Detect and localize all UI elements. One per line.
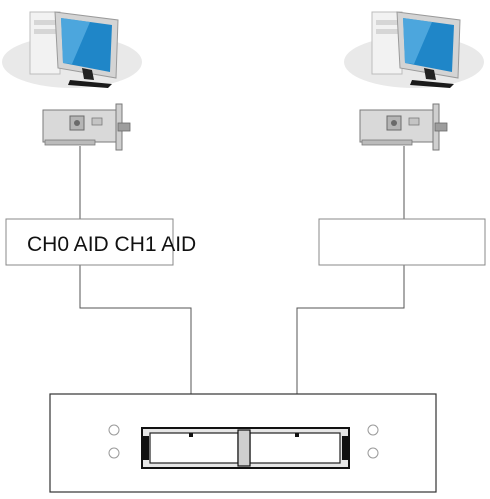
line-box-left-to-chassis	[79, 265, 192, 432]
computer-left-icon	[2, 11, 142, 88]
chassis-slot-module	[141, 427, 350, 469]
line-box-right-to-chassis	[296, 265, 405, 432]
network-card-left-icon	[42, 103, 131, 151]
slot-right	[249, 432, 341, 464]
slot-left	[149, 432, 239, 464]
port-right	[295, 433, 299, 437]
slot-divider	[237, 429, 251, 467]
port-left	[189, 433, 193, 437]
screw-hole-icon	[367, 424, 379, 436]
screw-hole-icon	[108, 447, 120, 459]
label-box-left: CH0 AID CH1 AID	[5, 218, 196, 266]
computer-right-icon	[344, 11, 484, 88]
chassis-icon	[49, 393, 437, 493]
label-box-right	[318, 218, 486, 266]
network-card-right-icon	[359, 103, 448, 151]
connector-lines	[79, 146, 405, 432]
screw-hole-icon	[108, 424, 120, 436]
screw-hole-icon	[367, 447, 379, 459]
label-box-left-text: CH0 AID CH1 AID	[27, 233, 196, 256]
